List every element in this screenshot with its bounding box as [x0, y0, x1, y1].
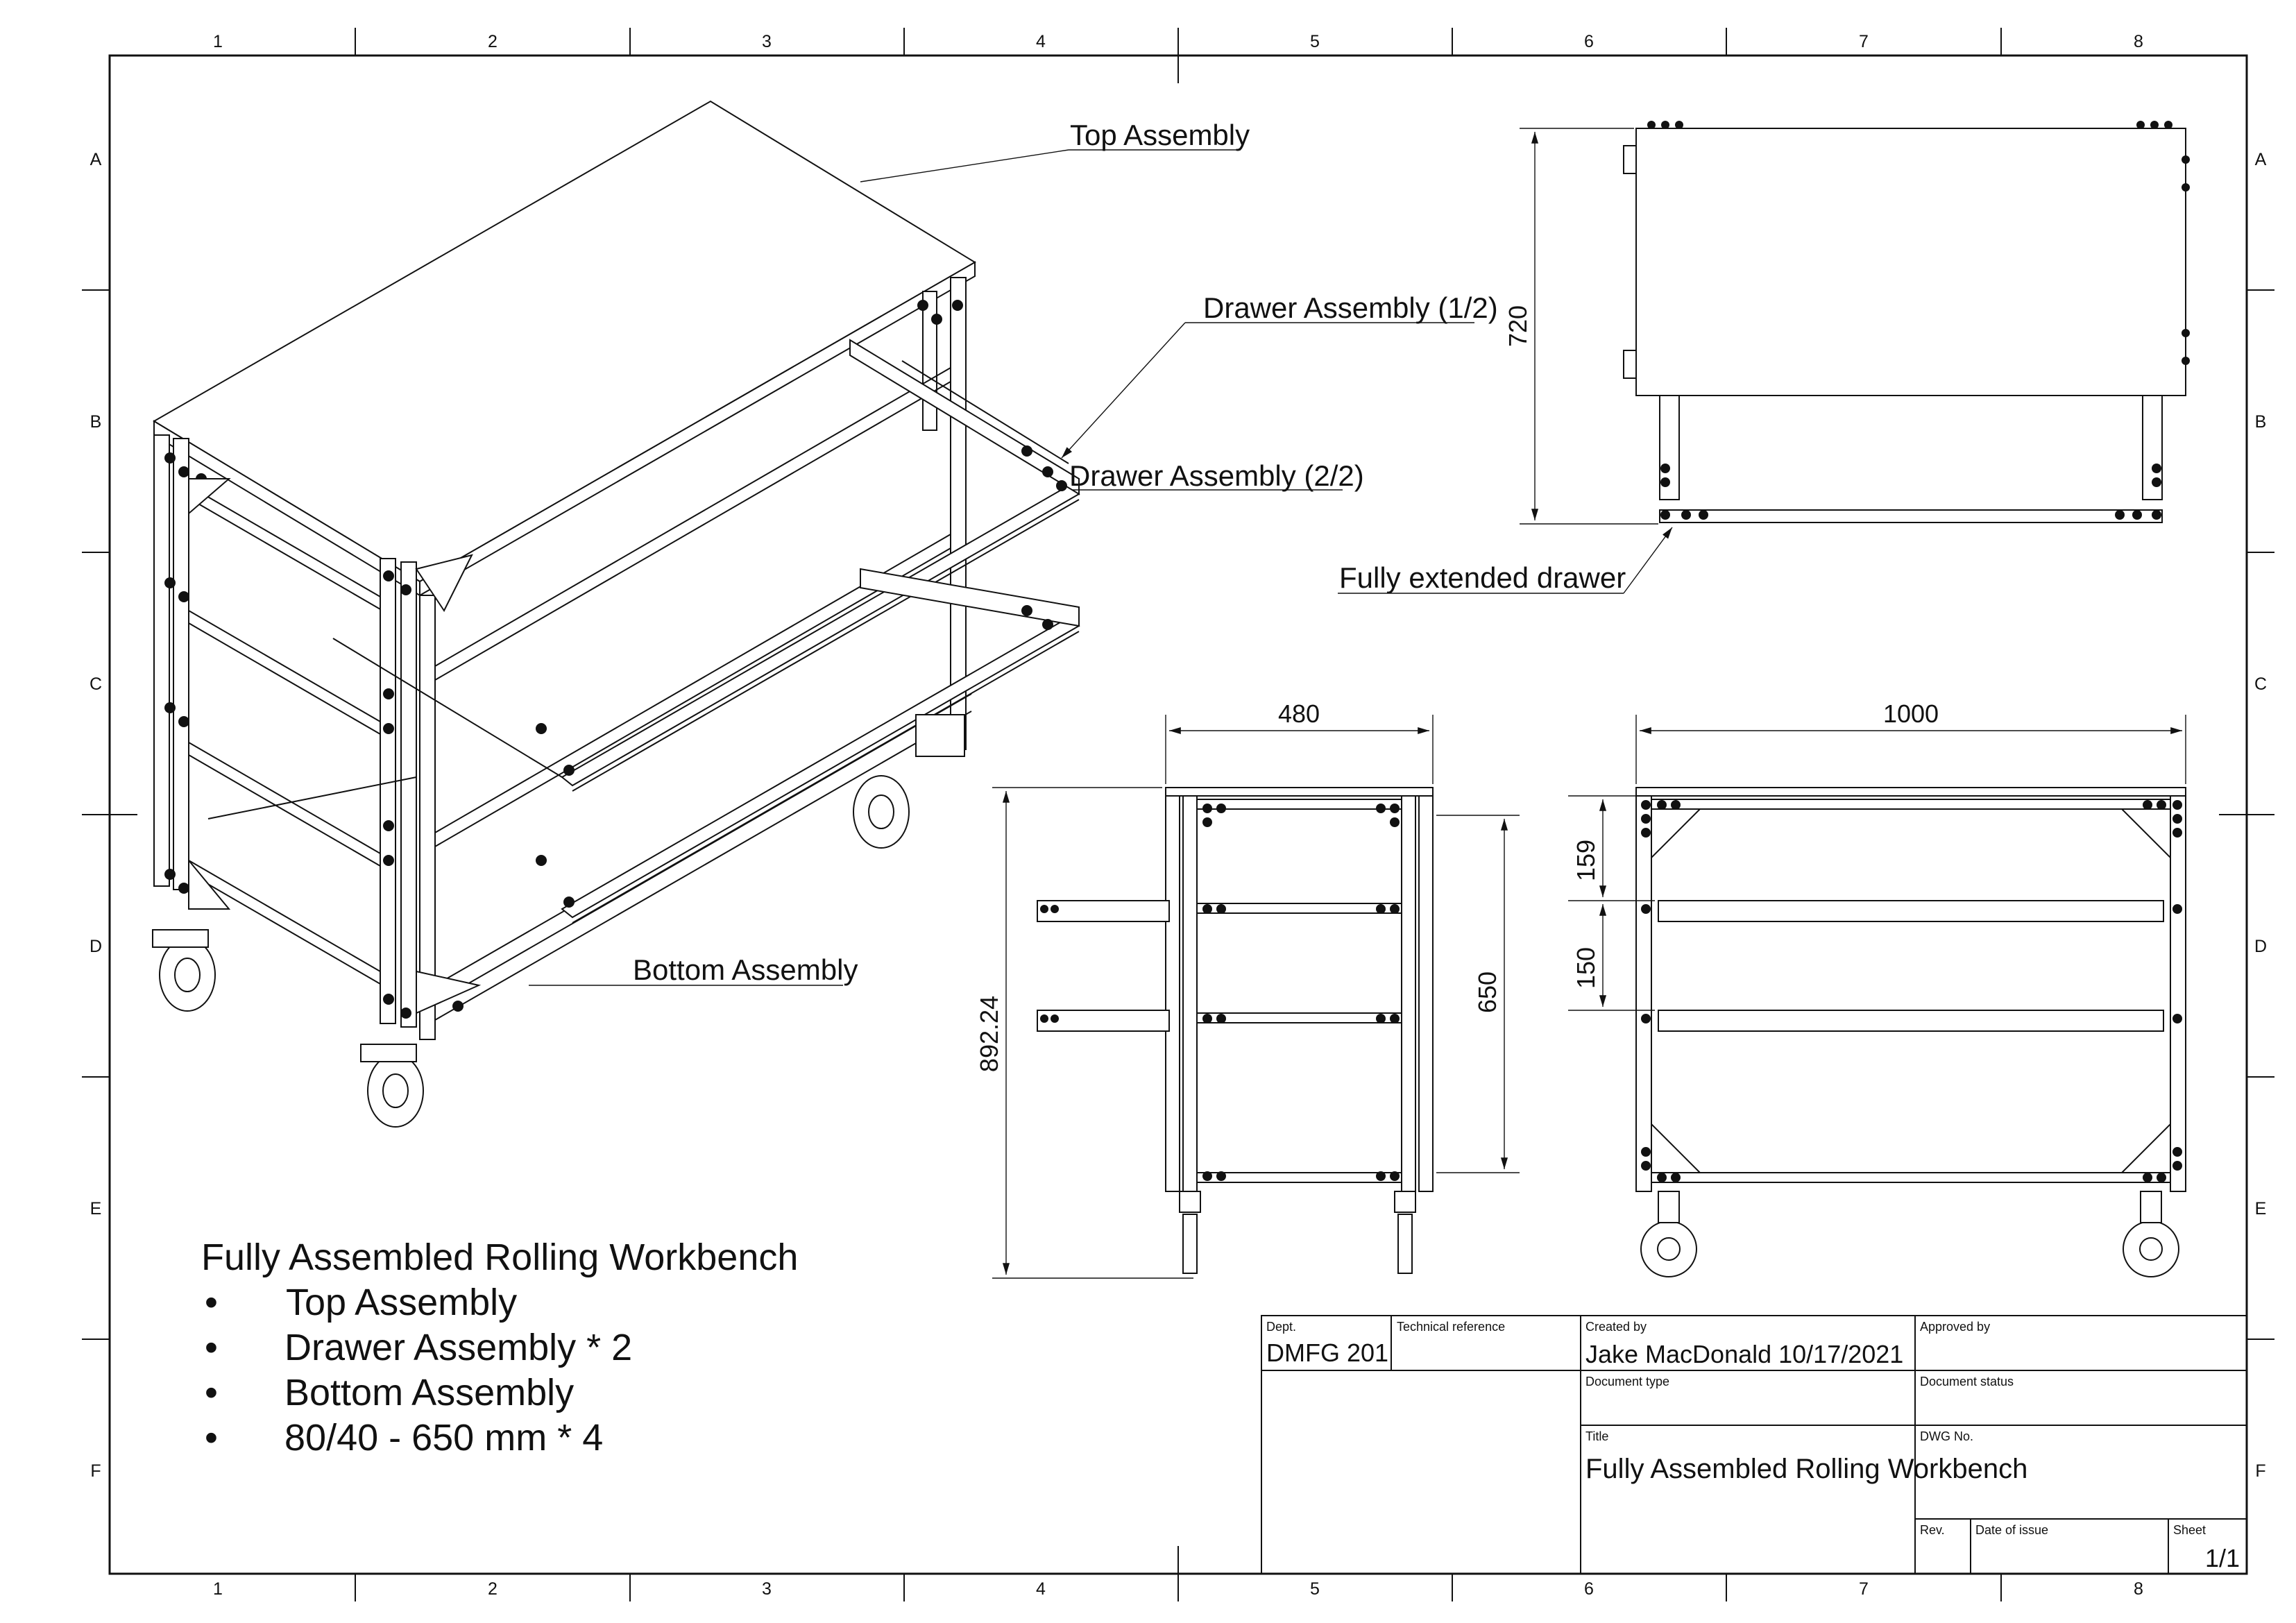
front-view: 1000 159 150: [1568, 699, 2186, 1277]
zone-row-c-left: C: [90, 674, 102, 694]
callout-top-assembly: Top Assembly: [1070, 119, 1250, 151]
parts-list-item-3: Bottom Assembly: [284, 1372, 574, 1413]
dim-720: 720: [1504, 305, 1532, 347]
callout-fully-extended: Fully extended drawer: [1339, 561, 1626, 594]
created-by-label: Created by: [1585, 1320, 1647, 1334]
title-block: Dept. DMFG 201 Technical reference Creat…: [1261, 1315, 2247, 1574]
zone-col-5-bottom: 5: [1310, 1579, 1320, 1599]
zone-col-2-top: 2: [488, 32, 498, 51]
parts-list-item-1: Top Assembly: [286, 1282, 517, 1323]
zone-col-8-bottom: 8: [2134, 1579, 2143, 1599]
zone-col-1-bottom: 1: [213, 1579, 223, 1599]
zone-col-7-bottom: 7: [1859, 1579, 1869, 1599]
dept-label: Dept.: [1266, 1320, 1296, 1334]
zone-col-7-top: 7: [1859, 32, 1869, 51]
dim-1000: 1000: [1883, 699, 1939, 728]
side-view: 480 892.24 650: [975, 699, 1520, 1279]
rev-label: Rev.: [1920, 1523, 1945, 1537]
callout-drawer-2: Drawer Assembly (2/2): [1069, 459, 1364, 492]
zone-col-5-top: 5: [1310, 32, 1320, 51]
caster-wheels: [152, 714, 965, 1128]
zone-col-8-top: 8: [2134, 32, 2143, 51]
zone-row-a-left: A: [90, 150, 102, 169]
approved-by-label: Approved by: [1920, 1320, 1990, 1334]
zone-col-6-top: 6: [1584, 32, 1594, 51]
dim-650: 650: [1473, 971, 1502, 1013]
zone-col-2-bottom: 2: [488, 1579, 498, 1599]
parts-list: Fully Assembled Rolling Workbench • Top …: [201, 1237, 798, 1459]
zone-row-e-left: E: [90, 1199, 102, 1218]
zone-labels: 1 2 3 4 5 6 7 8 1 2 3 4 5 6 7 8 A B C D …: [90, 32, 2267, 1599]
doc-type-label: Document type: [1585, 1375, 1669, 1388]
sheet-border: [82, 28, 2274, 1601]
callout-bottom-assembly: Bottom Assembly: [633, 953, 858, 986]
zone-row-a-right: A: [2255, 150, 2267, 169]
zone-row-f-right: F: [2255, 1461, 2265, 1481]
zone-row-d-right: D: [2254, 937, 2267, 956]
dim-150: 150: [1572, 947, 1600, 989]
callout-drawer-1: Drawer Assembly (1/2): [1203, 291, 1498, 324]
zone-col-6-bottom: 6: [1584, 1579, 1594, 1599]
zone-col-3-top: 3: [762, 32, 772, 51]
callouts: Top Assembly Drawer Assembly (1/2) Drawe…: [529, 119, 1673, 986]
isometric-view: [152, 100, 1080, 1128]
date-of-issue-label: Date of issue: [1975, 1523, 2048, 1537]
title-label: Title: [1585, 1429, 1608, 1443]
zone-col-4-bottom: 4: [1036, 1579, 1046, 1599]
parts-list-item-4: 80/40 - 650 mm * 4: [284, 1417, 603, 1459]
tech-ref-label: Technical reference: [1397, 1320, 1505, 1334]
zone-row-e-right: E: [2255, 1199, 2267, 1218]
zone-row-d-left: D: [90, 937, 102, 956]
sheet-value: 1/1: [2205, 1544, 2240, 1572]
bullet-3: •: [205, 1372, 218, 1413]
parts-list-heading: Fully Assembled Rolling Workbench: [201, 1237, 798, 1278]
dwg-no-label: DWG No.: [1920, 1429, 1973, 1443]
sheet-label: Sheet: [2173, 1523, 2206, 1537]
title-value: Fully Assembled Rolling Workbench: [1585, 1454, 2027, 1484]
top-view: 720: [1504, 121, 2190, 525]
dim-480: 480: [1278, 699, 1320, 728]
doc-status-label: Document status: [1920, 1375, 2014, 1388]
zone-col-3-bottom: 3: [762, 1579, 772, 1599]
bullet-4: •: [205, 1417, 218, 1459]
bullet-1: •: [205, 1282, 218, 1323]
bullet-2: •: [205, 1327, 218, 1368]
zone-row-f-left: F: [90, 1461, 101, 1481]
parts-list-item-2: Drawer Assembly * 2: [284, 1327, 632, 1368]
zone-row-b-left: B: [90, 412, 102, 432]
zone-col-4-top: 4: [1036, 32, 1046, 51]
zone-row-c-right: C: [2254, 674, 2267, 694]
dim-159: 159: [1572, 840, 1600, 881]
zone-row-b-right: B: [2255, 412, 2267, 432]
zone-col-1-top: 1: [213, 32, 223, 51]
created-by-value: Jake MacDonald 10/17/2021: [1585, 1340, 1903, 1368]
dept-value: DMFG 201: [1266, 1339, 1388, 1367]
dim-892-24: 892.24: [975, 996, 1003, 1072]
